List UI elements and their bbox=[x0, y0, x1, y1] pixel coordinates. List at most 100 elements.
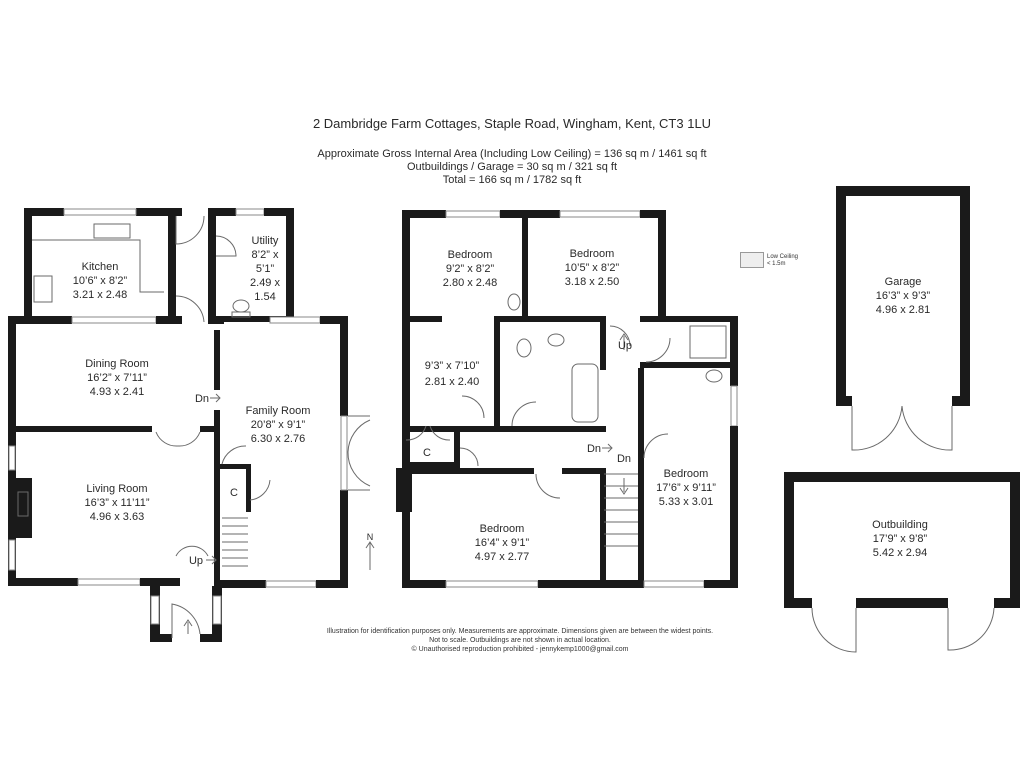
wall bbox=[200, 634, 222, 642]
wall bbox=[264, 208, 294, 216]
ground-floor bbox=[8, 208, 371, 642]
toilet bbox=[232, 299, 250, 313]
kitchen-metric: 3.21 x 2.48 bbox=[73, 289, 127, 301]
wall bbox=[494, 322, 500, 426]
utility-dim-4: 1.54 bbox=[254, 291, 275, 303]
property-address: 2 Dambridge Farm Cottages, Staple Road, … bbox=[312, 116, 712, 131]
cupboard-marker-first: C bbox=[423, 447, 431, 459]
wall bbox=[168, 208, 176, 322]
up-marker-first: Up bbox=[618, 340, 632, 352]
wall bbox=[8, 578, 78, 586]
wall bbox=[402, 580, 446, 588]
wall bbox=[214, 580, 266, 588]
dining-room-metric: 4.93 x 2.41 bbox=[90, 386, 144, 398]
wall bbox=[600, 468, 606, 584]
wall bbox=[340, 490, 348, 588]
wall bbox=[836, 396, 852, 406]
window bbox=[730, 385, 738, 427]
door-swing bbox=[221, 445, 247, 465]
stairs bbox=[604, 473, 638, 547]
window bbox=[445, 210, 501, 218]
wall bbox=[410, 426, 460, 432]
wall bbox=[500, 210, 560, 218]
utility-dim-1: 8’2” x bbox=[252, 249, 279, 261]
wall bbox=[150, 634, 172, 642]
bedroom-1-label: Bedroom bbox=[448, 249, 493, 261]
door-swing bbox=[609, 325, 631, 347]
landing-imperial: 9’3” x 7’10” bbox=[425, 360, 480, 372]
arrow-right-icon bbox=[602, 443, 613, 453]
door-swing bbox=[175, 295, 205, 323]
wall bbox=[340, 316, 348, 416]
window bbox=[150, 595, 160, 625]
wall bbox=[214, 330, 220, 390]
outbuilding-label: Outbuilding bbox=[872, 519, 928, 531]
wall bbox=[24, 208, 32, 322]
arrow-right-icon bbox=[206, 555, 217, 565]
window bbox=[340, 415, 348, 491]
bedroom-4-label: Bedroom bbox=[664, 468, 709, 480]
north-label: N bbox=[367, 532, 374, 542]
wall bbox=[784, 472, 794, 608]
wall bbox=[410, 316, 442, 322]
fireplace bbox=[17, 491, 29, 517]
room-labels: Kitchen 10’6” x 8’2” 3.21 x 2.48 Utility… bbox=[73, 235, 931, 567]
legend-line-1: Low Ceiling bbox=[767, 254, 799, 260]
garage-imperial: 16’3” x 9’3” bbox=[876, 290, 931, 302]
window bbox=[8, 539, 16, 571]
window bbox=[71, 316, 157, 324]
wall bbox=[640, 362, 730, 368]
outbuilding-metric: 5.42 x 2.94 bbox=[873, 547, 927, 559]
wall bbox=[16, 426, 152, 432]
disclaimer-line-2: Not to scale. Outbuildings are not shown… bbox=[429, 637, 611, 644]
living-room-label: Living Room bbox=[86, 483, 147, 495]
wall bbox=[220, 464, 250, 469]
family-room-imperial: 20’8” x 9’1” bbox=[251, 419, 306, 431]
stairs-up-arrow-icon bbox=[619, 333, 629, 350]
garage-metric: 4.96 x 2.81 bbox=[876, 304, 930, 316]
wall bbox=[410, 462, 460, 468]
utility-dim-3: 2.49 x bbox=[250, 277, 280, 289]
shower bbox=[689, 325, 727, 359]
wall bbox=[494, 316, 606, 322]
basin bbox=[705, 369, 723, 383]
wall bbox=[638, 368, 644, 582]
north-arrow bbox=[365, 541, 375, 570]
window bbox=[445, 580, 539, 588]
wall bbox=[856, 598, 948, 608]
window bbox=[63, 208, 137, 216]
wall bbox=[246, 464, 251, 512]
french-doors bbox=[347, 415, 371, 491]
toilet bbox=[516, 338, 532, 358]
arrow-right-icon bbox=[210, 393, 221, 403]
door-swing bbox=[535, 473, 561, 499]
wall bbox=[604, 580, 644, 588]
bedroom-1-metric: 2.80 x 2.48 bbox=[443, 277, 497, 289]
wall bbox=[176, 208, 182, 216]
wall bbox=[538, 580, 606, 588]
wall bbox=[402, 210, 446, 218]
dining-room-label: Dining Room bbox=[85, 358, 149, 370]
basin bbox=[547, 333, 565, 347]
kitchen-counter bbox=[32, 239, 164, 293]
wall bbox=[24, 208, 64, 216]
wall bbox=[994, 598, 1020, 608]
dining-room-imperial: 16’2” x 7’11” bbox=[87, 372, 147, 384]
window bbox=[265, 580, 317, 588]
cistern bbox=[231, 311, 251, 318]
wall bbox=[522, 218, 528, 318]
family-room-label: Family Room bbox=[246, 405, 311, 417]
wall bbox=[8, 316, 72, 324]
wall bbox=[320, 316, 346, 324]
hob bbox=[33, 275, 53, 303]
bedroom-2-imperial: 10’5” x 8’2” bbox=[565, 262, 620, 274]
wall bbox=[658, 210, 666, 320]
double-door bbox=[405, 425, 451, 441]
wall bbox=[600, 322, 606, 370]
bedroom-1-imperial: 9’2” x 8’2” bbox=[446, 263, 495, 275]
low-ceiling-swatch bbox=[740, 252, 764, 268]
utility-dim-2: 5’1” bbox=[256, 263, 275, 275]
landing-metric: 2.81 x 2.40 bbox=[425, 376, 479, 388]
window bbox=[8, 445, 16, 471]
wall bbox=[730, 316, 738, 386]
